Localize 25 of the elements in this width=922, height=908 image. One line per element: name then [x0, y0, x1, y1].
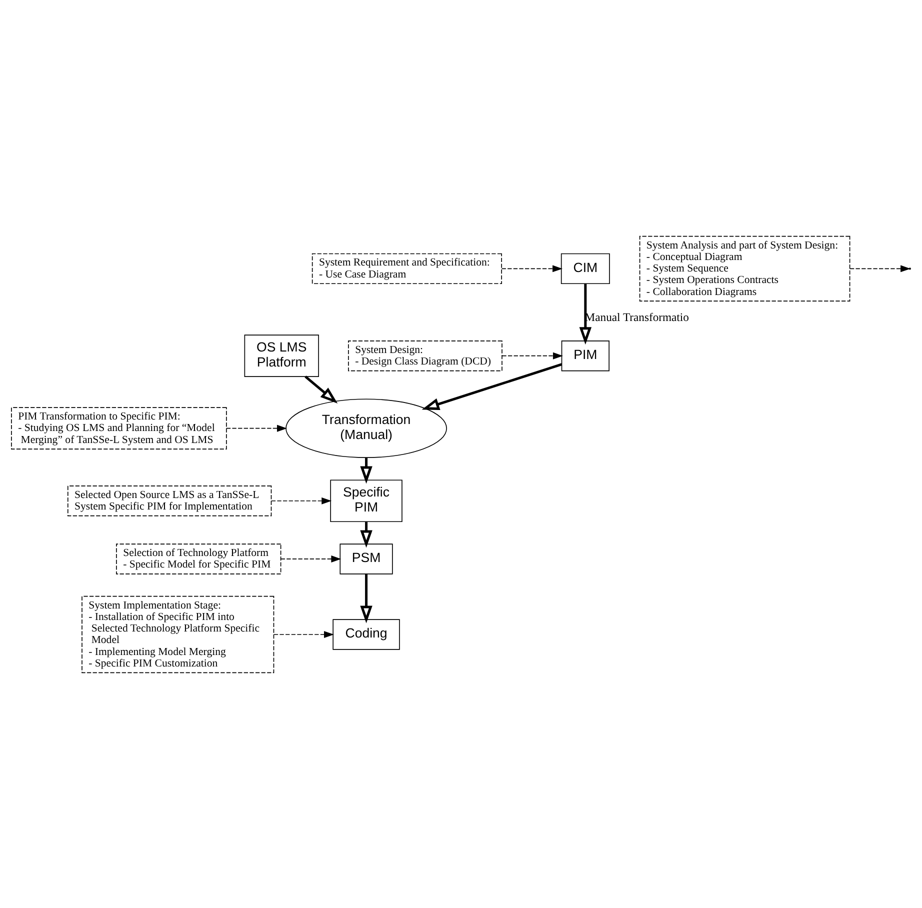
- node-box: OS LMS Platform: [244, 334, 319, 377]
- node-box: System Design: - Design Class Diagram (DCD): [348, 340, 502, 371]
- arrow: [226, 424, 287, 432]
- node-box: System Requirement and Specification: - Use Case Diagram: [312, 252, 502, 284]
- node-box: Coding: [332, 618, 400, 650]
- arrow: [502, 352, 563, 359]
- arrow: [579, 283, 592, 344]
- arrow: [360, 574, 372, 623]
- arrow: [270, 496, 332, 504]
- arrow: [360, 521, 372, 548]
- node-box: PIM Transformation to Specific PIM: - Studying OS LMS and Planning for “Model Merging” of TanSSe-L System and OS LMS: [11, 406, 227, 450]
- node-box: CIM: [560, 252, 610, 284]
- node-box: PSM: [340, 543, 393, 574]
- arrow: [501, 264, 562, 272]
- node-box: PIM: [561, 340, 610, 371]
- node-box: Selection of Technology Platform - Specific Model for Specific PIM: [116, 543, 282, 574]
- arrow: [304, 375, 338, 404]
- arrow: [274, 630, 334, 638]
- node-box: System Implementation Stage: - Installation of Specific PIM into Selected Technology Platform Specific Model - Implementing Model Merging - Specific PIM Customization: [82, 595, 274, 673]
- arrow: [360, 458, 372, 484]
- node-box: Specific PIM: [330, 479, 402, 522]
- node-box: Selected Open Source LMS as a TanSSe-L System Specific PIM for Implementation: [67, 485, 272, 516]
- node-box: System Analysis and part of System Design: - Conceptual Diagram - System Sequence - System Operations Contracts - Collaboration Diagrams: [639, 235, 850, 301]
- arrow: [280, 554, 342, 562]
- arrow: [422, 362, 562, 410]
